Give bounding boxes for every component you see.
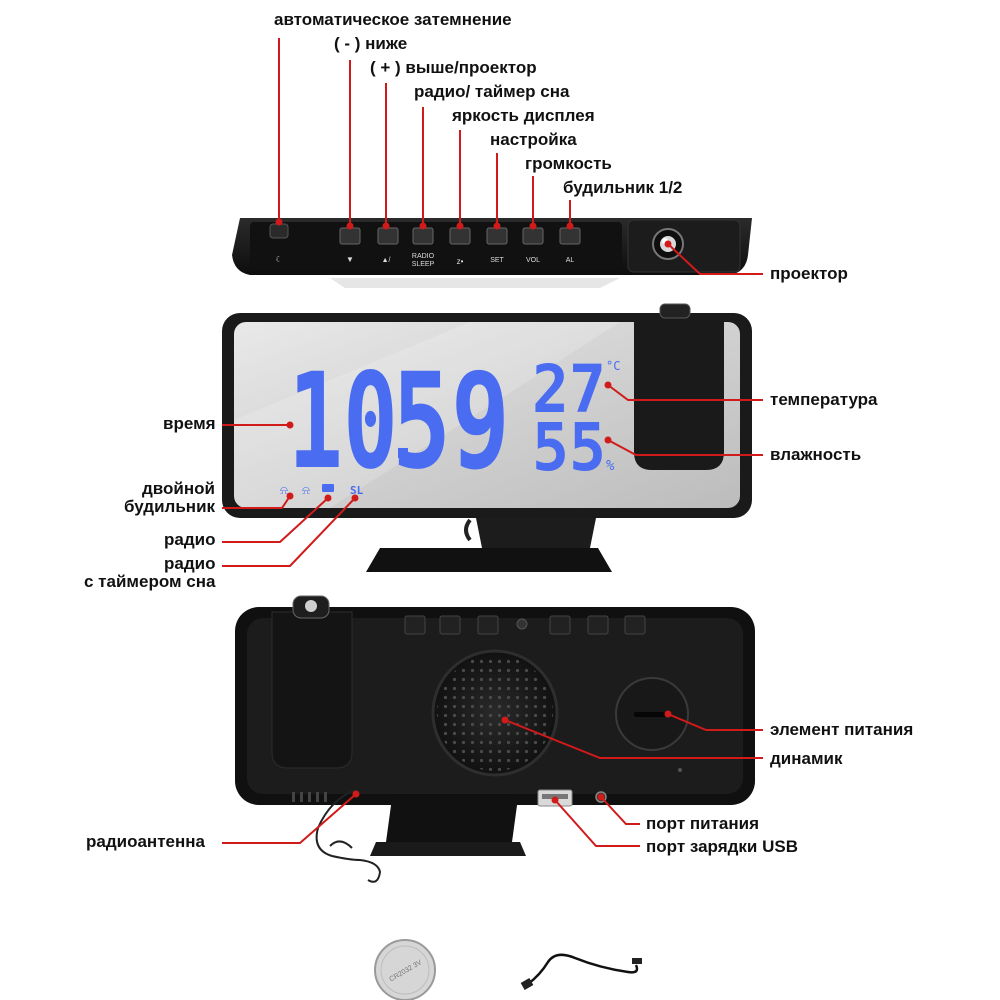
front-view: 10 59 27 °C 55 % ⍾ ⍾ SL [222,303,752,572]
top-view: ☾ ▼ ▲/ RADIO SLEEP z• SET VOL AL [232,218,752,288]
accessories: CR2032 3V [374,939,642,1000]
set-button[interactable] [486,227,508,245]
humidity-unit: % [606,458,615,474]
label-projector: проектор [770,264,848,283]
coin-battery [374,939,436,1000]
auto-dim-sensor [269,223,289,239]
label-humidity: влажность [770,445,862,464]
colon-dot [398,448,408,458]
sleep-indicator: SL [350,484,364,497]
label-dual-alarm-1: двойной [142,479,215,498]
minus-button[interactable] [339,227,361,245]
dim-sensor-icon: ☾ [275,255,282,264]
brightness-caption: z• [457,257,464,266]
callout-lines [222,38,763,847]
clock-hours: 10 [288,345,398,499]
temperature-unit: °C [606,359,620,373]
temperature-value: 27 [532,351,606,428]
label-plus-higher: ( + ) выше/проектор [370,58,537,77]
radio-caption: RADIO [412,253,435,260]
vol-caption: VOL [526,257,540,264]
label-power-port: порт питания [646,814,759,833]
usb-cable [527,953,639,985]
sleep-caption: SLEEP [412,261,435,268]
label-speaker: динамик [770,749,843,768]
label-battery: элемент питания [770,720,914,739]
radio-icon [322,484,334,492]
down-caption: ▼ [346,255,354,264]
label-radio-sleep-1: радио [164,554,216,573]
label-minus-lower: ( - ) ниже [334,34,408,53]
label-dual-alarm-2: будильник [124,497,216,516]
humidity-value: 55 [532,409,606,486]
label-radio: радио [164,530,216,549]
clock-minutes: 59 [392,345,510,499]
vol-button[interactable] [522,227,544,245]
label-volume: громкость [525,154,612,173]
brightness-button[interactable] [449,227,471,245]
label-alarm: будильник 1/2 [563,178,683,197]
up-caption: ▲/ [382,257,391,264]
label-time: время [163,414,216,433]
antenna-wire [315,789,382,883]
set-caption: SET [490,257,504,264]
label-temperature: температура [770,390,878,409]
al-caption: AL [566,257,575,264]
alarm-2-icon: ⍾ [302,483,310,497]
label-radio-sleep-2: с таймером сна [84,572,216,591]
label-auto-dimming: автоматическое затемнение [274,10,512,29]
back-view [235,595,755,883]
label-radio-sleep: радио/ таймер сна [414,82,570,101]
label-usb-port: порт зарядки USB [646,837,798,856]
plus-button[interactable] [377,227,399,245]
label-setting: настройка [490,130,577,149]
alarm-1-icon: ⍾ [280,483,288,497]
label-brightness: яркость дисплея [452,106,595,125]
radio-sleep-button[interactable] [412,227,434,245]
label-antenna: радиоантенна [86,832,205,851]
al-button[interactable] [559,227,581,245]
